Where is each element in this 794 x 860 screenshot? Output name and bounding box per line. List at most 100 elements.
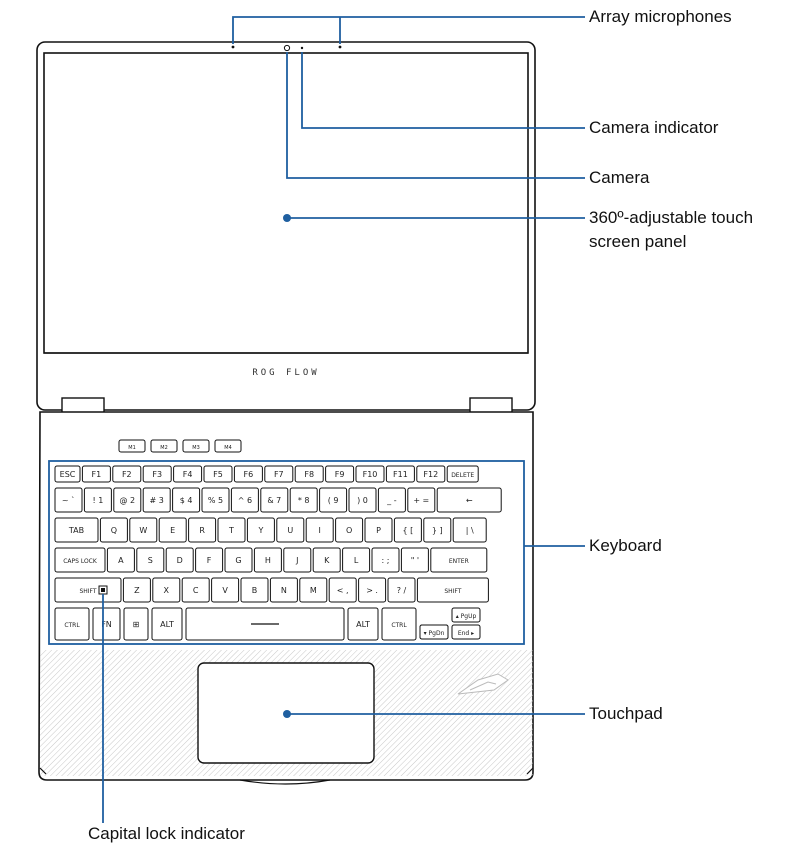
label-keyboard: Keyboard — [589, 536, 662, 555]
key[interactable] — [347, 607, 379, 641]
key[interactable] — [253, 547, 282, 573]
key[interactable] — [451, 607, 481, 623]
key-label: Z — [134, 586, 140, 595]
key[interactable] — [122, 577, 151, 603]
key[interactable] — [224, 547, 253, 573]
key[interactable] — [106, 547, 135, 573]
media-key[interactable] — [182, 439, 210, 453]
key-label: B — [252, 586, 258, 595]
key-label: M — [310, 586, 317, 595]
key[interactable] — [240, 577, 269, 603]
key[interactable] — [342, 547, 371, 573]
key[interactable] — [165, 547, 194, 573]
key[interactable] — [264, 465, 294, 483]
key[interactable] — [355, 465, 385, 483]
key[interactable] — [54, 517, 99, 543]
key[interactable] — [201, 487, 230, 513]
key[interactable] — [377, 487, 406, 513]
key[interactable] — [299, 577, 328, 603]
key[interactable] — [172, 487, 201, 513]
key[interactable] — [358, 577, 387, 603]
key[interactable] — [407, 487, 436, 513]
key[interactable] — [416, 577, 489, 603]
key[interactable] — [246, 517, 275, 543]
key-label: T — [228, 526, 234, 535]
key[interactable] — [319, 487, 348, 513]
key[interactable] — [54, 547, 106, 573]
key[interactable] — [83, 487, 112, 513]
key-label: $ 4 — [180, 496, 193, 505]
key-label: F2 — [122, 470, 132, 479]
key[interactable] — [451, 624, 481, 640]
key[interactable] — [328, 577, 357, 603]
key[interactable] — [136, 547, 165, 573]
key[interactable] — [393, 517, 422, 543]
key[interactable] — [260, 487, 289, 513]
key[interactable] — [92, 607, 121, 641]
key-label: ? / — [397, 586, 407, 595]
key[interactable] — [305, 517, 334, 543]
key[interactable] — [211, 577, 240, 603]
key-label: P — [376, 526, 381, 535]
key[interactable] — [173, 465, 203, 483]
key[interactable] — [54, 465, 81, 483]
media-key[interactable] — [118, 439, 146, 453]
key[interactable] — [364, 517, 393, 543]
key[interactable] — [54, 487, 83, 513]
key[interactable] — [294, 465, 324, 483]
key[interactable] — [400, 547, 429, 573]
key[interactable] — [381, 607, 417, 641]
key[interactable] — [325, 465, 355, 483]
key[interactable] — [446, 465, 479, 483]
key[interactable] — [276, 517, 305, 543]
key[interactable] — [233, 465, 263, 483]
key-label: F6 — [244, 470, 254, 479]
key-label: : ; — [382, 556, 390, 565]
key[interactable] — [152, 577, 181, 603]
key[interactable] — [283, 547, 312, 573]
key[interactable] — [129, 517, 158, 543]
key[interactable] — [123, 607, 149, 641]
key[interactable] — [99, 517, 128, 543]
key[interactable] — [195, 547, 224, 573]
key[interactable] — [112, 465, 142, 483]
key[interactable] — [436, 487, 502, 513]
key[interactable] — [217, 517, 246, 543]
key[interactable] — [289, 487, 318, 513]
key[interactable] — [158, 517, 187, 543]
key[interactable] — [230, 487, 259, 513]
key-label: E — [170, 526, 175, 535]
key[interactable] — [188, 517, 217, 543]
key[interactable] — [430, 547, 488, 573]
media-key[interactable] — [150, 439, 178, 453]
key-label: @ 2 — [119, 496, 135, 505]
key[interactable] — [142, 465, 172, 483]
key[interactable] — [142, 487, 171, 513]
key[interactable] — [371, 547, 400, 573]
key[interactable] — [387, 577, 416, 603]
key-label: F3 — [152, 470, 162, 479]
key-label: ~ ` — [62, 495, 75, 505]
key-label: ESC — [60, 470, 76, 479]
key[interactable] — [419, 624, 449, 640]
key[interactable] — [54, 607, 90, 641]
key[interactable] — [151, 607, 183, 641]
key[interactable] — [452, 517, 487, 543]
key[interactable] — [181, 577, 210, 603]
key[interactable] — [54, 577, 122, 603]
key[interactable] — [416, 465, 446, 483]
camera-lens — [283, 44, 291, 52]
key[interactable] — [312, 547, 341, 573]
key[interactable] — [113, 487, 142, 513]
key[interactable] — [423, 517, 452, 543]
key[interactable] — [348, 487, 377, 513]
key[interactable] — [203, 465, 233, 483]
key-label: SHIFT — [444, 588, 461, 595]
key[interactable] — [385, 465, 415, 483]
key[interactable] — [335, 517, 364, 543]
label-touchpad: Touchpad — [589, 704, 663, 723]
key[interactable] — [269, 577, 298, 603]
media-key[interactable] — [214, 439, 242, 453]
key[interactable] — [81, 465, 111, 483]
